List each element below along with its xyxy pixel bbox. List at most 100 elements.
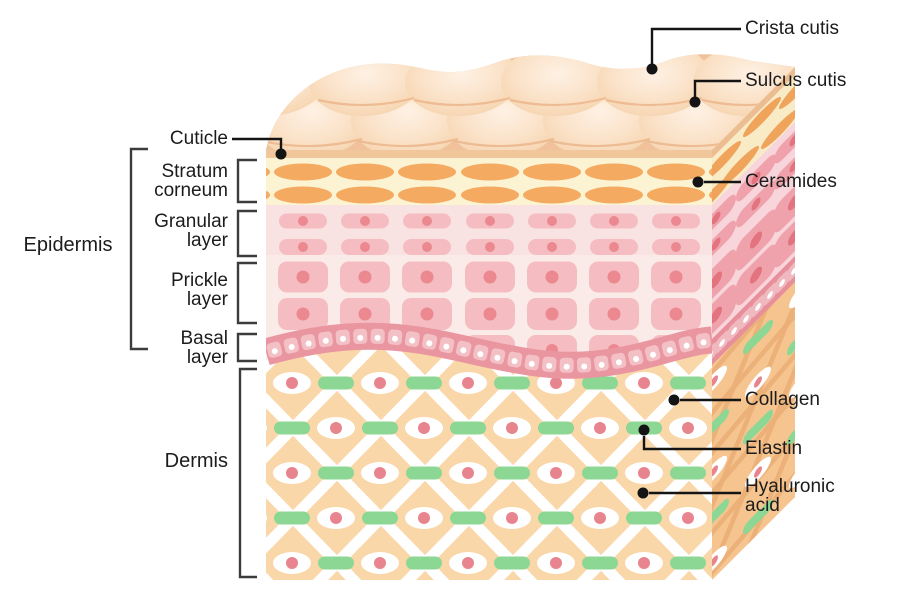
- ceramide-ellipse: [398, 163, 456, 181]
- elastin-capsule: [406, 466, 442, 480]
- basal-cell: [353, 328, 368, 344]
- side-ceramides: [712, 68, 795, 217]
- cell-nucleus: [422, 216, 432, 226]
- basal-cell: [611, 352, 627, 369]
- elastin-capsule: [582, 376, 618, 390]
- fibroblast-nucleus: [462, 467, 474, 479]
- fibroblast-nucleus: [286, 557, 298, 569]
- basal-nucleus: [460, 347, 467, 354]
- basal-cell: [559, 357, 574, 373]
- elastin-capsule: [318, 466, 354, 480]
- fibroblast-nucleus: [374, 557, 386, 569]
- cell-nucleus: [607, 307, 621, 321]
- basal-cell: [455, 340, 472, 357]
- elastin-capsule: [538, 511, 574, 525]
- basal-nucleus: [288, 344, 295, 351]
- fibroblast-nucleus: [462, 377, 474, 389]
- elastin-capsule: [494, 466, 530, 480]
- fibroblast-nucleus: [550, 467, 562, 479]
- basal-nucleus: [650, 351, 657, 358]
- basal-nucleus: [803, 253, 809, 264]
- ceramide-ellipse: [647, 163, 705, 181]
- label-collagen: Collagen: [745, 389, 820, 410]
- leader-dots: [275, 63, 704, 499]
- fibroblast-nucleus: [754, 466, 762, 478]
- cell-nucleus: [296, 270, 310, 284]
- basal-nucleus: [563, 363, 570, 370]
- basal-cell: [576, 357, 592, 373]
- crease-line: [509, 96, 607, 107]
- basal-nucleus: [443, 343, 450, 350]
- fibroblast-nucleus: [682, 512, 694, 524]
- ceramide-ellipse: [398, 186, 456, 204]
- ceramide-ellipse: [779, 68, 795, 110]
- elastin-capsule: [538, 421, 574, 435]
- basal-nucleus: [409, 337, 416, 344]
- elastin-capsule: [787, 320, 795, 356]
- cell-nucleus: [789, 133, 795, 147]
- elastin-capsule: [712, 498, 729, 534]
- hatch-line: [712, 292, 795, 430]
- ceramide-ellipse: [336, 186, 394, 204]
- crease-line: [413, 96, 511, 107]
- cuticle-strip: [266, 150, 712, 158]
- crease-line: [549, 137, 651, 148]
- cell-nucleus: [422, 242, 432, 252]
- basal-nucleus: [426, 340, 433, 347]
- basal-nucleus: [700, 339, 707, 346]
- leader-lines: [232, 27, 741, 495]
- basal-cell: [318, 331, 333, 348]
- elastin-capsule: [743, 409, 773, 445]
- basal-nucleus: [305, 340, 312, 347]
- elastin-capsule: [743, 499, 773, 535]
- cell-nucleus: [547, 216, 557, 226]
- basal-nucleus: [374, 334, 381, 341]
- fibroblast-nucleus: [286, 467, 298, 479]
- cell-nucleus: [751, 171, 761, 185]
- cell-nucleus: [750, 231, 762, 249]
- basal-nucleus: [357, 334, 364, 341]
- elastin-capsule: [274, 511, 310, 525]
- elastin-capsule: [318, 556, 354, 570]
- basal-nucleus: [755, 303, 761, 311]
- elastin-capsule: [582, 466, 618, 480]
- fibroblast-nucleus: [330, 512, 342, 524]
- basal-cell: [438, 337, 455, 354]
- cell-nucleus: [712, 306, 722, 324]
- basal-cell: [472, 344, 489, 361]
- basal-nucleus: [581, 363, 588, 370]
- label-sulcus-cutis: Sulcus cutis: [745, 70, 847, 91]
- ceramide-ellipse: [461, 186, 519, 204]
- ceramide-ellipses: [266, 163, 712, 204]
- ceramide-ellipse: [743, 96, 781, 138]
- granular-bracket: [236, 209, 257, 258]
- cell-nucleus: [235, 271, 248, 284]
- epidermis-cells: [235, 213, 701, 365]
- crease-line: [266, 137, 363, 148]
- fibroblast-nucleus: [374, 467, 386, 479]
- ceramide-ellipse: [266, 190, 270, 200]
- ceramide-ellipse: [274, 186, 332, 204]
- cell-nucleus: [671, 242, 681, 252]
- basal-nucleus: [546, 362, 553, 369]
- fibroblast-nucleus: [550, 557, 562, 569]
- fibroblast-nucleus: [242, 512, 254, 524]
- basal-nucleus: [477, 351, 484, 358]
- basal-nucleus: [633, 355, 640, 362]
- basal-nucleus: [683, 342, 690, 349]
- elastin-capsule: [582, 556, 618, 570]
- label-dermis: Dermis: [164, 450, 228, 472]
- cell-nucleus: [545, 307, 559, 321]
- fibroblast-nucleus: [712, 375, 718, 387]
- fibroblast-nucleus: [638, 377, 650, 389]
- fibroblast-nucleus: [506, 422, 518, 434]
- basal-nucleus: [322, 337, 329, 344]
- cell-nucleus: [789, 159, 795, 173]
- basal-cell: [661, 340, 678, 357]
- basal-cell: [283, 337, 300, 354]
- cell-nucleus: [296, 307, 310, 321]
- ceramide-ellipse: [585, 163, 643, 181]
- cell-nucleus: [485, 216, 495, 226]
